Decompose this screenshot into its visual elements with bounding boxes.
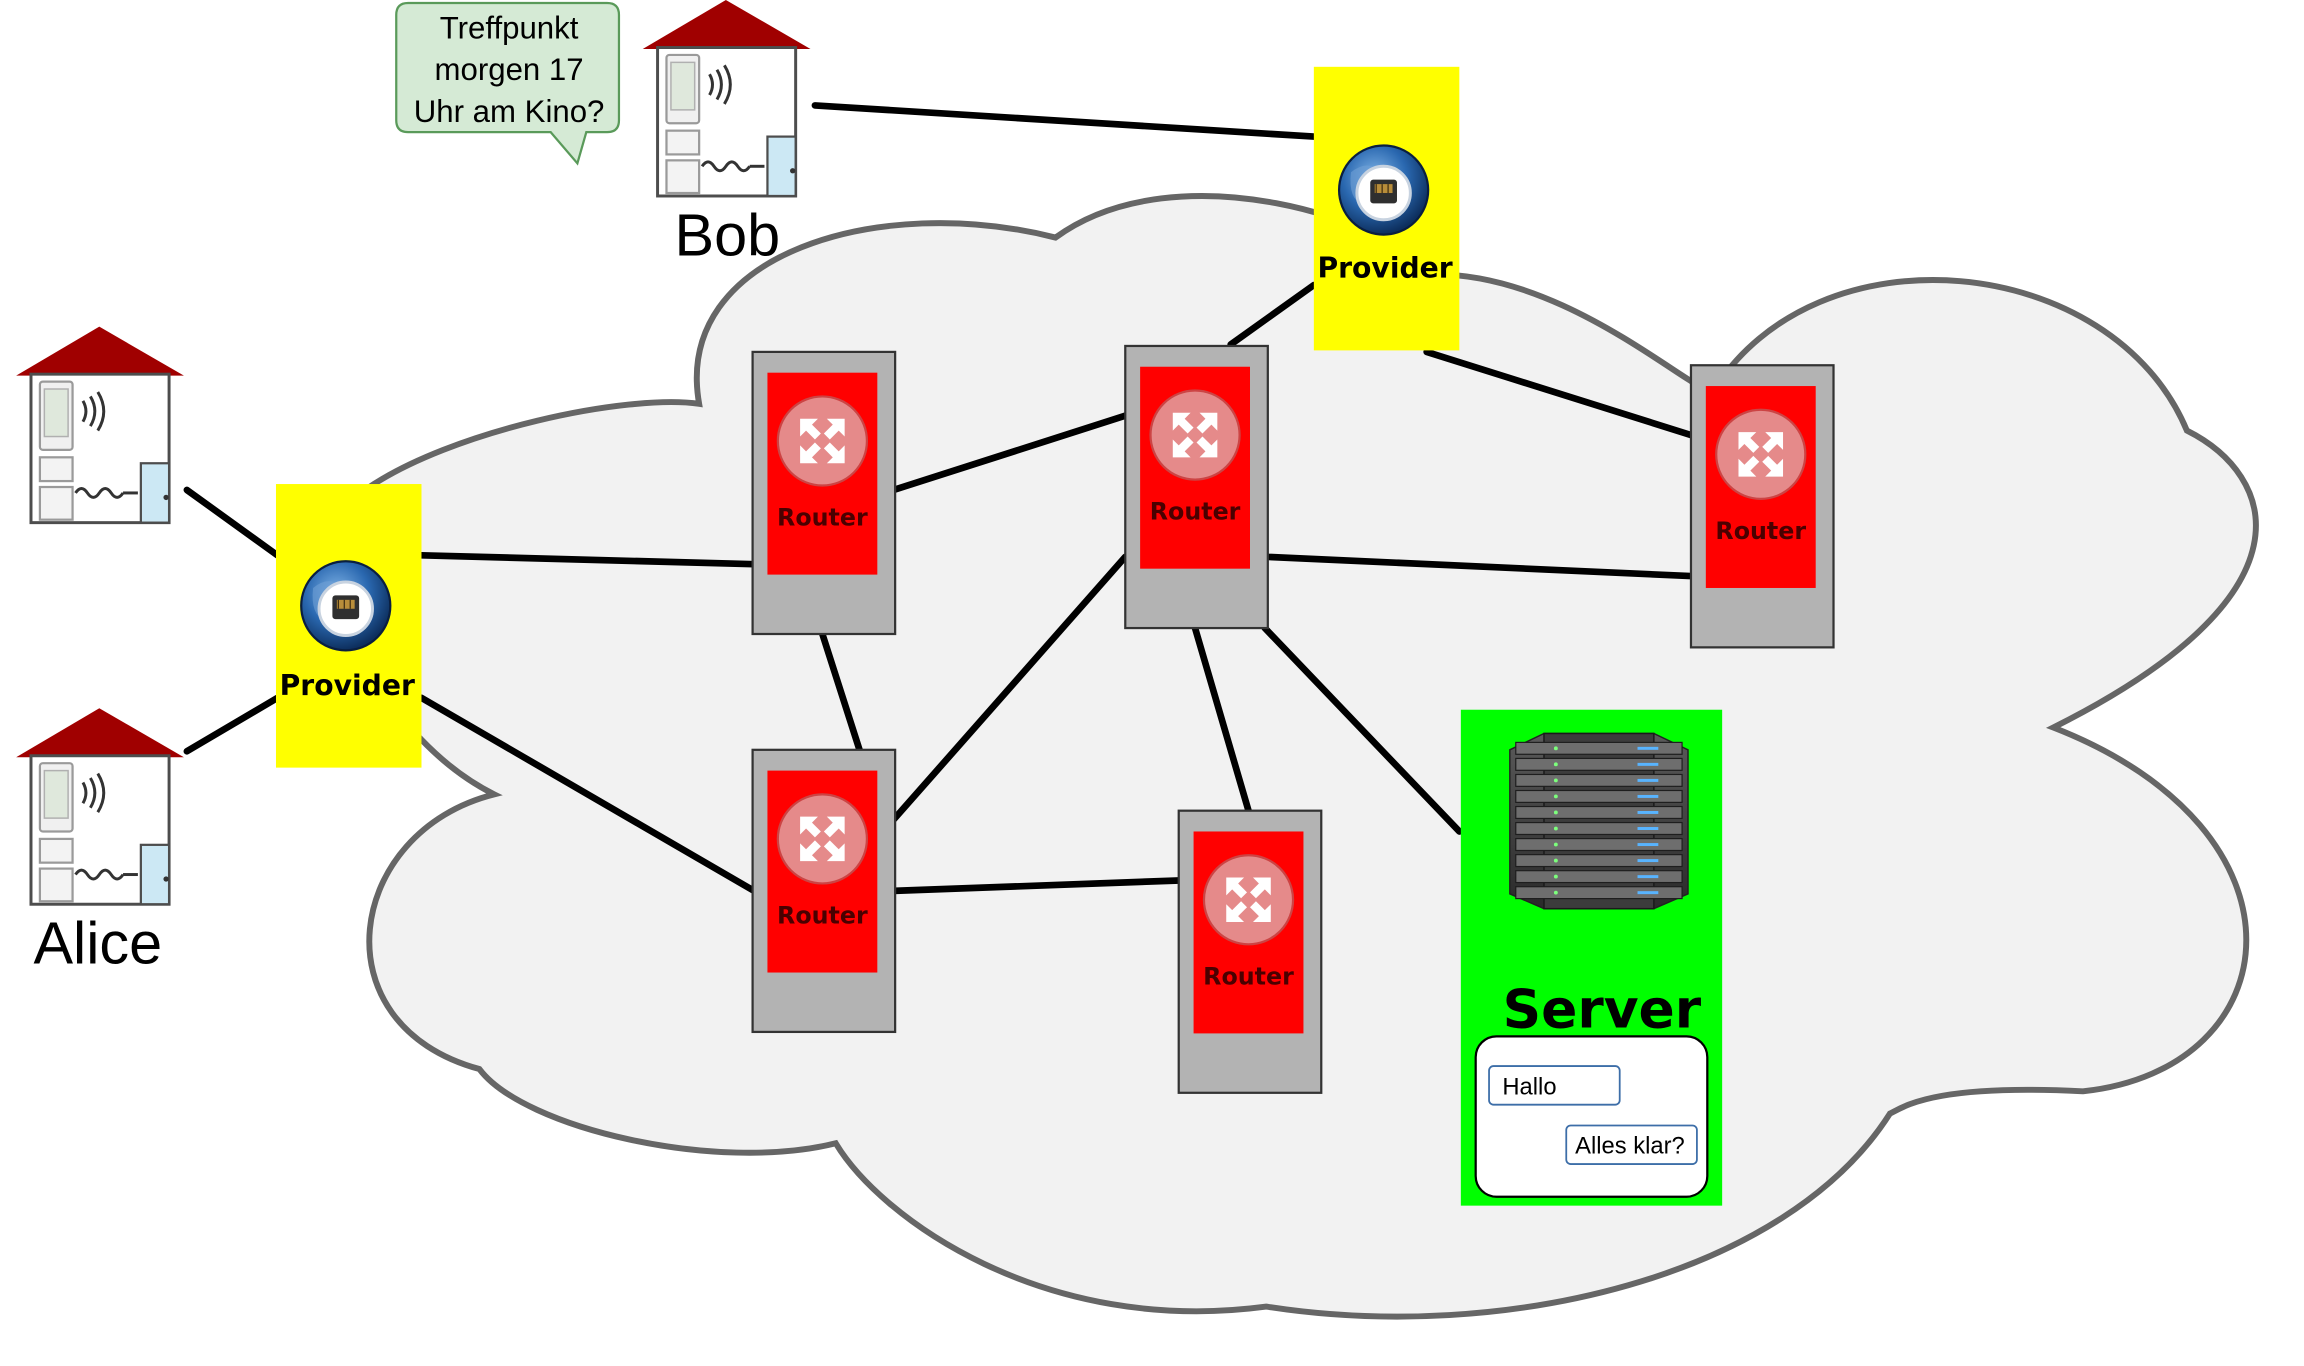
rack-status-light — [1553, 746, 1558, 751]
router-5: Router — [1177, 809, 1323, 1094]
server-label: Server — [1503, 977, 1702, 1040]
server-chat-box — [1474, 1035, 1709, 1198]
link-router2-provider — [1227, 281, 1318, 348]
server-rack-icon — [1509, 732, 1689, 910]
rack-status-light — [1553, 778, 1558, 783]
bubble-line-2: morgen 17 — [435, 52, 584, 87]
router-2: Router — [1124, 344, 1269, 630]
link-alice-provider — [183, 694, 281, 755]
rack-led — [1637, 875, 1659, 879]
link-house1-provider — [183, 486, 281, 559]
rack-led — [1637, 843, 1659, 847]
provider-left-label: Provider — [280, 669, 415, 702]
alice-label: Alice — [33, 910, 162, 977]
rack-slot — [1515, 789, 1683, 803]
link-router1-router2 — [890, 412, 1129, 494]
rack-slot — [1515, 870, 1683, 884]
rack-slot — [1515, 773, 1683, 787]
router-3: Router — [1689, 364, 1835, 649]
connection-lines — [183, 102, 1695, 895]
internet-cloud — [340, 193, 2259, 1320]
rack-led — [1637, 891, 1659, 895]
link-router2-router3 — [1261, 553, 1695, 580]
bubble-line-3: Uhr am Kino? — [414, 94, 605, 129]
provider-left: Provider — [275, 484, 422, 768]
rack-led — [1637, 794, 1659, 798]
rack-status-light — [1553, 826, 1558, 831]
rack-status-light — [1553, 890, 1558, 895]
rack-slots — [1515, 741, 1683, 900]
rack-led — [1637, 778, 1659, 782]
rack-status-light — [1553, 874, 1558, 879]
rack-slot — [1515, 805, 1683, 820]
link-router2-router4 — [890, 553, 1129, 823]
link-provider-router1 — [418, 551, 758, 568]
link-provider-router3 — [1423, 348, 1695, 439]
alice-house-icon — [14, 706, 186, 906]
link-bob-provider — [811, 102, 1318, 140]
router-4-label: Router — [777, 902, 868, 930]
rack-status-light — [1553, 794, 1558, 799]
router-1: Router — [751, 350, 897, 636]
link-router2-router5 — [1191, 624, 1252, 815]
house-icon — [14, 325, 186, 525]
rack-status-light — [1553, 842, 1558, 847]
rack-led — [1637, 746, 1659, 750]
router-1-label: Router — [777, 504, 868, 532]
rack-led — [1637, 762, 1659, 766]
rack-led — [1637, 810, 1659, 814]
link-router4-router5 — [890, 877, 1183, 895]
router-2-label: Router — [1150, 498, 1241, 526]
router-3-label: Router — [1715, 517, 1806, 545]
router-4: Router — [751, 748, 897, 1034]
rack-slot — [1515, 886, 1683, 900]
provider-top-label: Provider — [1317, 252, 1452, 285]
rack-led — [1637, 859, 1659, 863]
globe-icon — [299, 559, 392, 652]
rack-status-light — [1553, 762, 1558, 767]
bubble-line-1: Treffpunkt — [440, 11, 579, 46]
rack-led — [1637, 827, 1659, 830]
globe-icon — [1337, 144, 1430, 237]
link-router2-server — [1261, 624, 1463, 835]
provider-top: Provider — [1313, 66, 1460, 351]
bob-label: Bob — [675, 201, 781, 268]
router-5-label: Router — [1203, 962, 1294, 990]
chat-message-alles-klar-text: Alles klar? — [1575, 1133, 1685, 1160]
chat-message-hallo — [1488, 1065, 1621, 1106]
bob-speech-bubble: Treffpunkt morgen 17 Uhr am Kino? — [395, 1, 621, 166]
rack-status-light — [1553, 858, 1558, 863]
rack-slot — [1515, 854, 1683, 868]
rack-slot — [1515, 838, 1683, 852]
chat-message-alles-klar — [1565, 1124, 1698, 1165]
rack-slot — [1515, 821, 1683, 836]
rack-slot — [1515, 757, 1683, 771]
chat-message-hallo-text: Hallo — [1502, 1073, 1556, 1100]
rack-slot — [1515, 741, 1683, 755]
link-router1-router4 — [819, 630, 863, 754]
bob-house-icon — [641, 0, 812, 198]
link-provider-router4 — [418, 694, 758, 895]
server: Server Hallo Alles klar? — [1460, 709, 1723, 1206]
rack-status-light — [1553, 810, 1558, 815]
